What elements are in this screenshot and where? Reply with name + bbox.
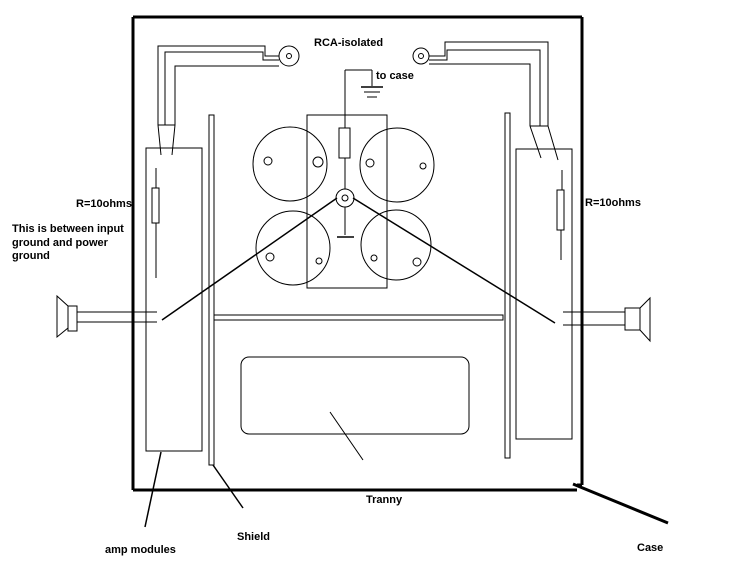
- label-pointers: [144, 411, 669, 528]
- shield-horizontal: [213, 314, 504, 321]
- capacitors: [252, 126, 435, 286]
- rca-label: RCA-isolated: [314, 37, 383, 49]
- capacitor-bottom-right: [360, 209, 432, 281]
- shield-label: Shield: [237, 531, 270, 543]
- resistor-left-label: R=10ohms: [76, 198, 132, 210]
- capacitor-board: [306, 114, 388, 289]
- note-line-2: ground and power: [12, 237, 109, 249]
- capacitor-bottom-left: [255, 210, 331, 286]
- rca-jack-right: [412, 47, 430, 65]
- to-case-label: to case: [376, 70, 414, 82]
- amp-module-right: [515, 148, 573, 440]
- tranny-label: Tranny: [366, 494, 403, 506]
- case-label: Case: [637, 542, 663, 554]
- capacitor-top-right: [359, 127, 435, 203]
- speaker-right-icon: [563, 296, 651, 343]
- note-line-1: This is between input: [12, 223, 124, 235]
- resistor-right-label: R=10ohms: [585, 197, 641, 209]
- star-ground: [161, 69, 556, 324]
- shield-left: [208, 114, 215, 466]
- rca-jack-left: [278, 45, 300, 67]
- resistor-right: [556, 189, 565, 231]
- input-cable-left: [151, 45, 279, 278]
- transformer: [240, 356, 470, 435]
- amp-modules-label: amp modules: [105, 544, 176, 556]
- shield-right: [504, 112, 511, 459]
- note-line-3: ground: [12, 250, 50, 262]
- case-outline: [131, 15, 584, 492]
- amp-module-left: [145, 147, 203, 452]
- input-cable-right: [429, 41, 565, 260]
- resistor-left: [151, 187, 160, 224]
- capacitor-top-left: [252, 126, 328, 202]
- speaker-left-icon: [56, 294, 157, 339]
- resistor-ground: [338, 127, 351, 159]
